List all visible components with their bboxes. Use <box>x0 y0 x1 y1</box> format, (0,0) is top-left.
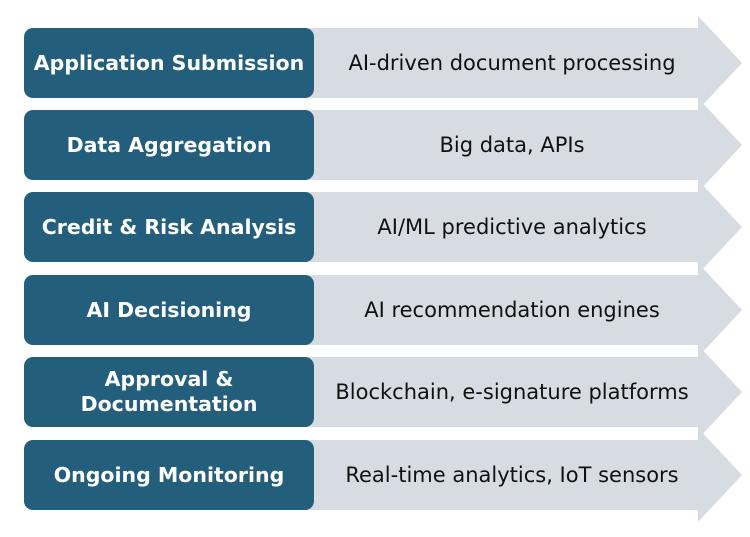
arrow-shape <box>298 180 742 274</box>
stage-box: Data Aggregation <box>24 110 314 180</box>
process-row-ai-decisioning: AI Decisioning AI recommendation engines <box>0 263 750 357</box>
process-row-credit-risk-analysis: Credit & Risk Analysis AI/ML predictive … <box>0 180 750 274</box>
stage-box: Credit & Risk Analysis <box>24 192 314 262</box>
arrow-shape <box>298 16 742 110</box>
stage-box: Application Submission <box>24 28 314 98</box>
arrow-shape <box>298 98 742 192</box>
technology-label: Blockchain, e-signature platforms <box>335 380 689 404</box>
process-row-data-aggregation: Data Aggregation Big data, APIs <box>0 98 750 192</box>
process-row-ongoing-monitoring: Ongoing Monitoring Real-time analytics, … <box>0 428 750 522</box>
stage-box: Approval & Documentation <box>24 357 314 427</box>
process-row-approval-documentation: Approval & Documentation Blockchain, e-s… <box>0 345 750 439</box>
technology-label: AI/ML predictive analytics <box>377 215 647 239</box>
technology-label: Big data, APIs <box>439 133 585 157</box>
technology-label: AI-driven document processing <box>348 51 676 75</box>
arrow-shape <box>298 428 742 522</box>
technology-label: AI recommendation engines <box>364 298 660 322</box>
process-row-application-submission: Application Submission AI-driven documen… <box>0 16 750 110</box>
technology-label: Real-time analytics, IoT sensors <box>345 463 679 487</box>
stage-box: Ongoing Monitoring <box>24 440 314 510</box>
arrow-shape <box>298 345 742 439</box>
arrow-shape <box>298 263 742 357</box>
stage-box: AI Decisioning <box>24 275 314 345</box>
